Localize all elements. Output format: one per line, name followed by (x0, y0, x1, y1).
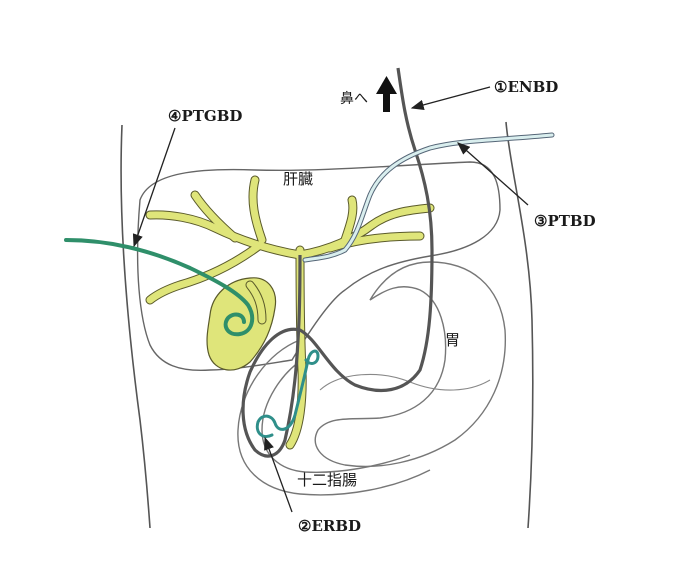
ptgbd-label: ④PTGBD (168, 107, 242, 125)
liver-label: 肝臓 (283, 170, 313, 188)
stomach-label: 胃 (445, 331, 460, 349)
duodenum-outline (237, 339, 431, 496)
enbd-callout-line (410, 86, 491, 110)
duodenum-label: 十二指腸 (297, 471, 357, 489)
arrow-up-icon (376, 76, 397, 112)
ptgbd-tube (64, 238, 255, 337)
enbd-tube (241, 67, 434, 458)
ptbd-callout-line (457, 142, 529, 206)
to-nose-label: 鼻へ (340, 90, 368, 107)
erbd-stent (255, 349, 320, 438)
ptbd-tube (303, 133, 554, 262)
body-outline-left (120, 124, 151, 529)
ptgbd-callout-line (132, 127, 176, 248)
erbd-label: ②ERBD (298, 517, 361, 535)
stomach-outline (314, 261, 507, 468)
ptbd-label: ③PTBD (534, 212, 596, 230)
liver-outline (136, 161, 501, 372)
enbd-label: ①ENBD (494, 78, 558, 96)
gallbladder (206, 277, 277, 371)
body-outline-right (505, 121, 534, 529)
bile-duct-tree (145, 175, 435, 450)
erbd-callout-line (264, 436, 293, 513)
